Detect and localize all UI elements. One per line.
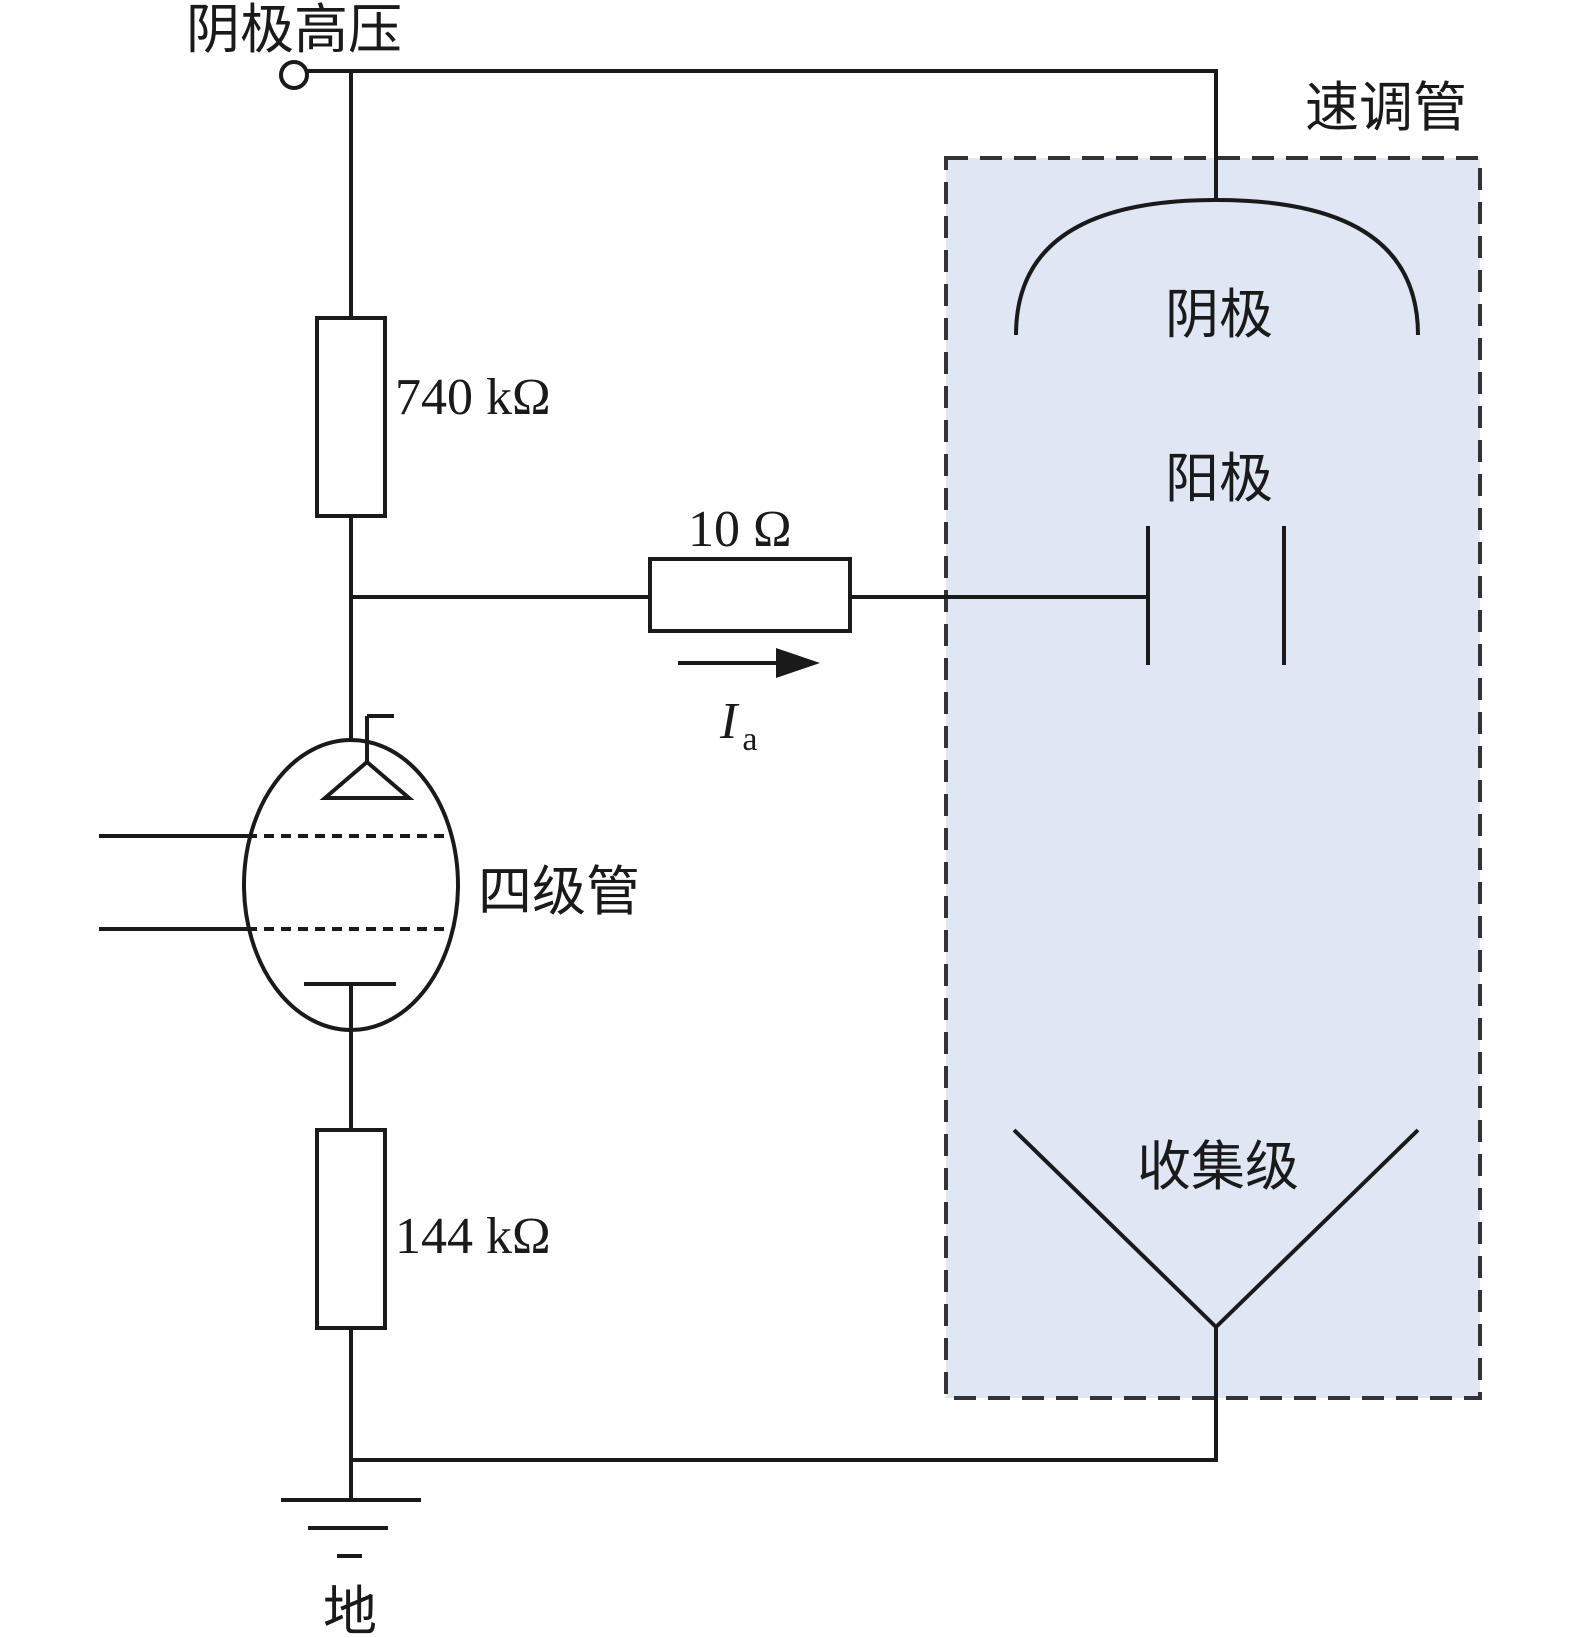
label-klystron: 速调管 xyxy=(1305,76,1467,139)
label-ground: 地 xyxy=(323,1580,377,1638)
current-symbol: I xyxy=(719,693,740,750)
klystron-box xyxy=(944,156,1482,1400)
label-r-mid: 10 Ω xyxy=(688,501,792,558)
hv-terminal xyxy=(279,60,309,90)
label-current: I a xyxy=(719,693,758,758)
current-subscript: a xyxy=(742,721,757,758)
resistor-10 xyxy=(648,557,852,633)
label-cathode: 阴极 xyxy=(1165,283,1273,346)
resistor-740k xyxy=(315,316,387,518)
label-tetrode: 四级管 xyxy=(478,860,640,923)
label-collector: 收集级 xyxy=(1137,1135,1299,1198)
label-anode: 阳极 xyxy=(1165,447,1273,510)
klystron-cathode xyxy=(1014,197,1420,336)
label-r-top: 740 kΩ xyxy=(395,369,551,426)
label-r-bottom: 144 kΩ xyxy=(395,1208,551,1265)
resistor-144k xyxy=(315,1128,387,1330)
label-cathode-hv: 阴极高压 xyxy=(186,0,402,61)
current-arrow-head xyxy=(776,648,820,678)
tetrode-plate xyxy=(319,714,415,800)
